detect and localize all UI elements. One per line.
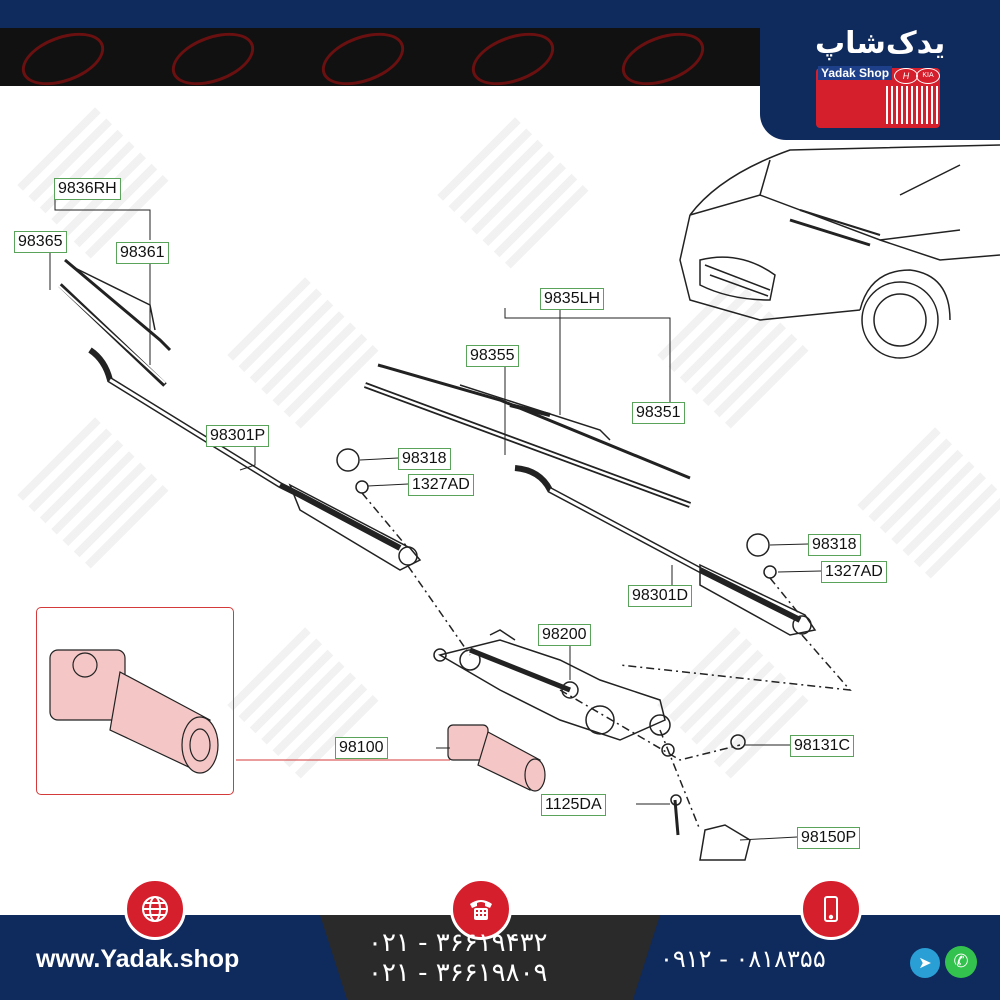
cap-right [746, 533, 770, 557]
callout-98100[interactable]: 98100 [335, 737, 388, 759]
callout-98351[interactable]: 98351 [632, 402, 685, 424]
callout-98301d[interactable]: 98301D [628, 585, 693, 607]
nut-left [355, 480, 369, 494]
phone-number-2[interactable]: ۰۲۱ - ۳۶۶۱۹۸۰۹ [368, 958, 548, 988]
motor-inset-frame [36, 607, 234, 795]
callout-1327ad-left[interactable]: 1327AD [408, 474, 474, 496]
whatsapp-icon[interactable]: ✆ [945, 946, 977, 978]
callout-98355[interactable]: 98355 [466, 345, 519, 367]
kia-logo-icon: KIA [916, 68, 940, 84]
car-illustration [679, 144, 1000, 359]
callout-98365[interactable]: 98365 [14, 231, 67, 253]
callout-98318-left[interactable]: 98318 [398, 448, 451, 470]
wiper-linkage [433, 629, 671, 741]
nut-right [763, 565, 777, 579]
bolt [673, 799, 680, 836]
lh-wiper-blade [363, 363, 692, 508]
phone-number-1[interactable]: ۰۲۱ - ۳۶۶۱۹۴۳۲ [368, 928, 548, 958]
globe-icon[interactable] [124, 878, 186, 940]
header-band [0, 0, 1000, 28]
shop-stripes-icon [886, 86, 938, 124]
passenger-wiper-arm [88, 347, 422, 571]
callout-98361[interactable]: 98361 [116, 242, 169, 264]
brand-red-badge: Yadak Shop H KIA [816, 66, 940, 128]
callout-1327ad-right[interactable]: 1327AD [821, 561, 887, 583]
kia-pattern-band [0, 28, 760, 86]
brand-name-en: Yadak Shop [818, 66, 893, 80]
brand-logo-box[interactable]: یدک‌شاپ Yadak Shop H KIA [760, 26, 1000, 140]
mobile-number[interactable]: ۰۹۱۲ - ۰۸۱۸۳۵۵ [660, 945, 826, 973]
callout-98301p[interactable]: 98301P [206, 425, 270, 447]
bracket [699, 824, 751, 861]
website-link[interactable]: www.Yadak.shop [36, 945, 240, 973]
telegram-icon[interactable]: ➤ [910, 948, 940, 978]
mobile-phone-icon[interactable] [800, 878, 862, 940]
wiper-motor-small [447, 724, 546, 792]
callout-98131c[interactable]: 98131C [790, 735, 855, 757]
driver-wiper-arm [514, 465, 817, 636]
cap-left [336, 448, 360, 472]
callout-98200[interactable]: 98200 [538, 624, 591, 646]
brand-name-fa: یدک‌شاپ [815, 26, 946, 61]
callout-98150p[interactable]: 98150P [797, 827, 861, 849]
callout-1125da[interactable]: 1125DA [541, 794, 606, 816]
wiper-motor-large [49, 649, 219, 774]
rh-wiper-blade [57, 258, 172, 387]
callout-9835lh[interactable]: 9835LH [540, 288, 605, 310]
callout-9836rh[interactable]: 9836RH [54, 178, 121, 200]
telephone-icon[interactable] [450, 878, 512, 940]
callout-98318-right[interactable]: 98318 [808, 534, 861, 556]
